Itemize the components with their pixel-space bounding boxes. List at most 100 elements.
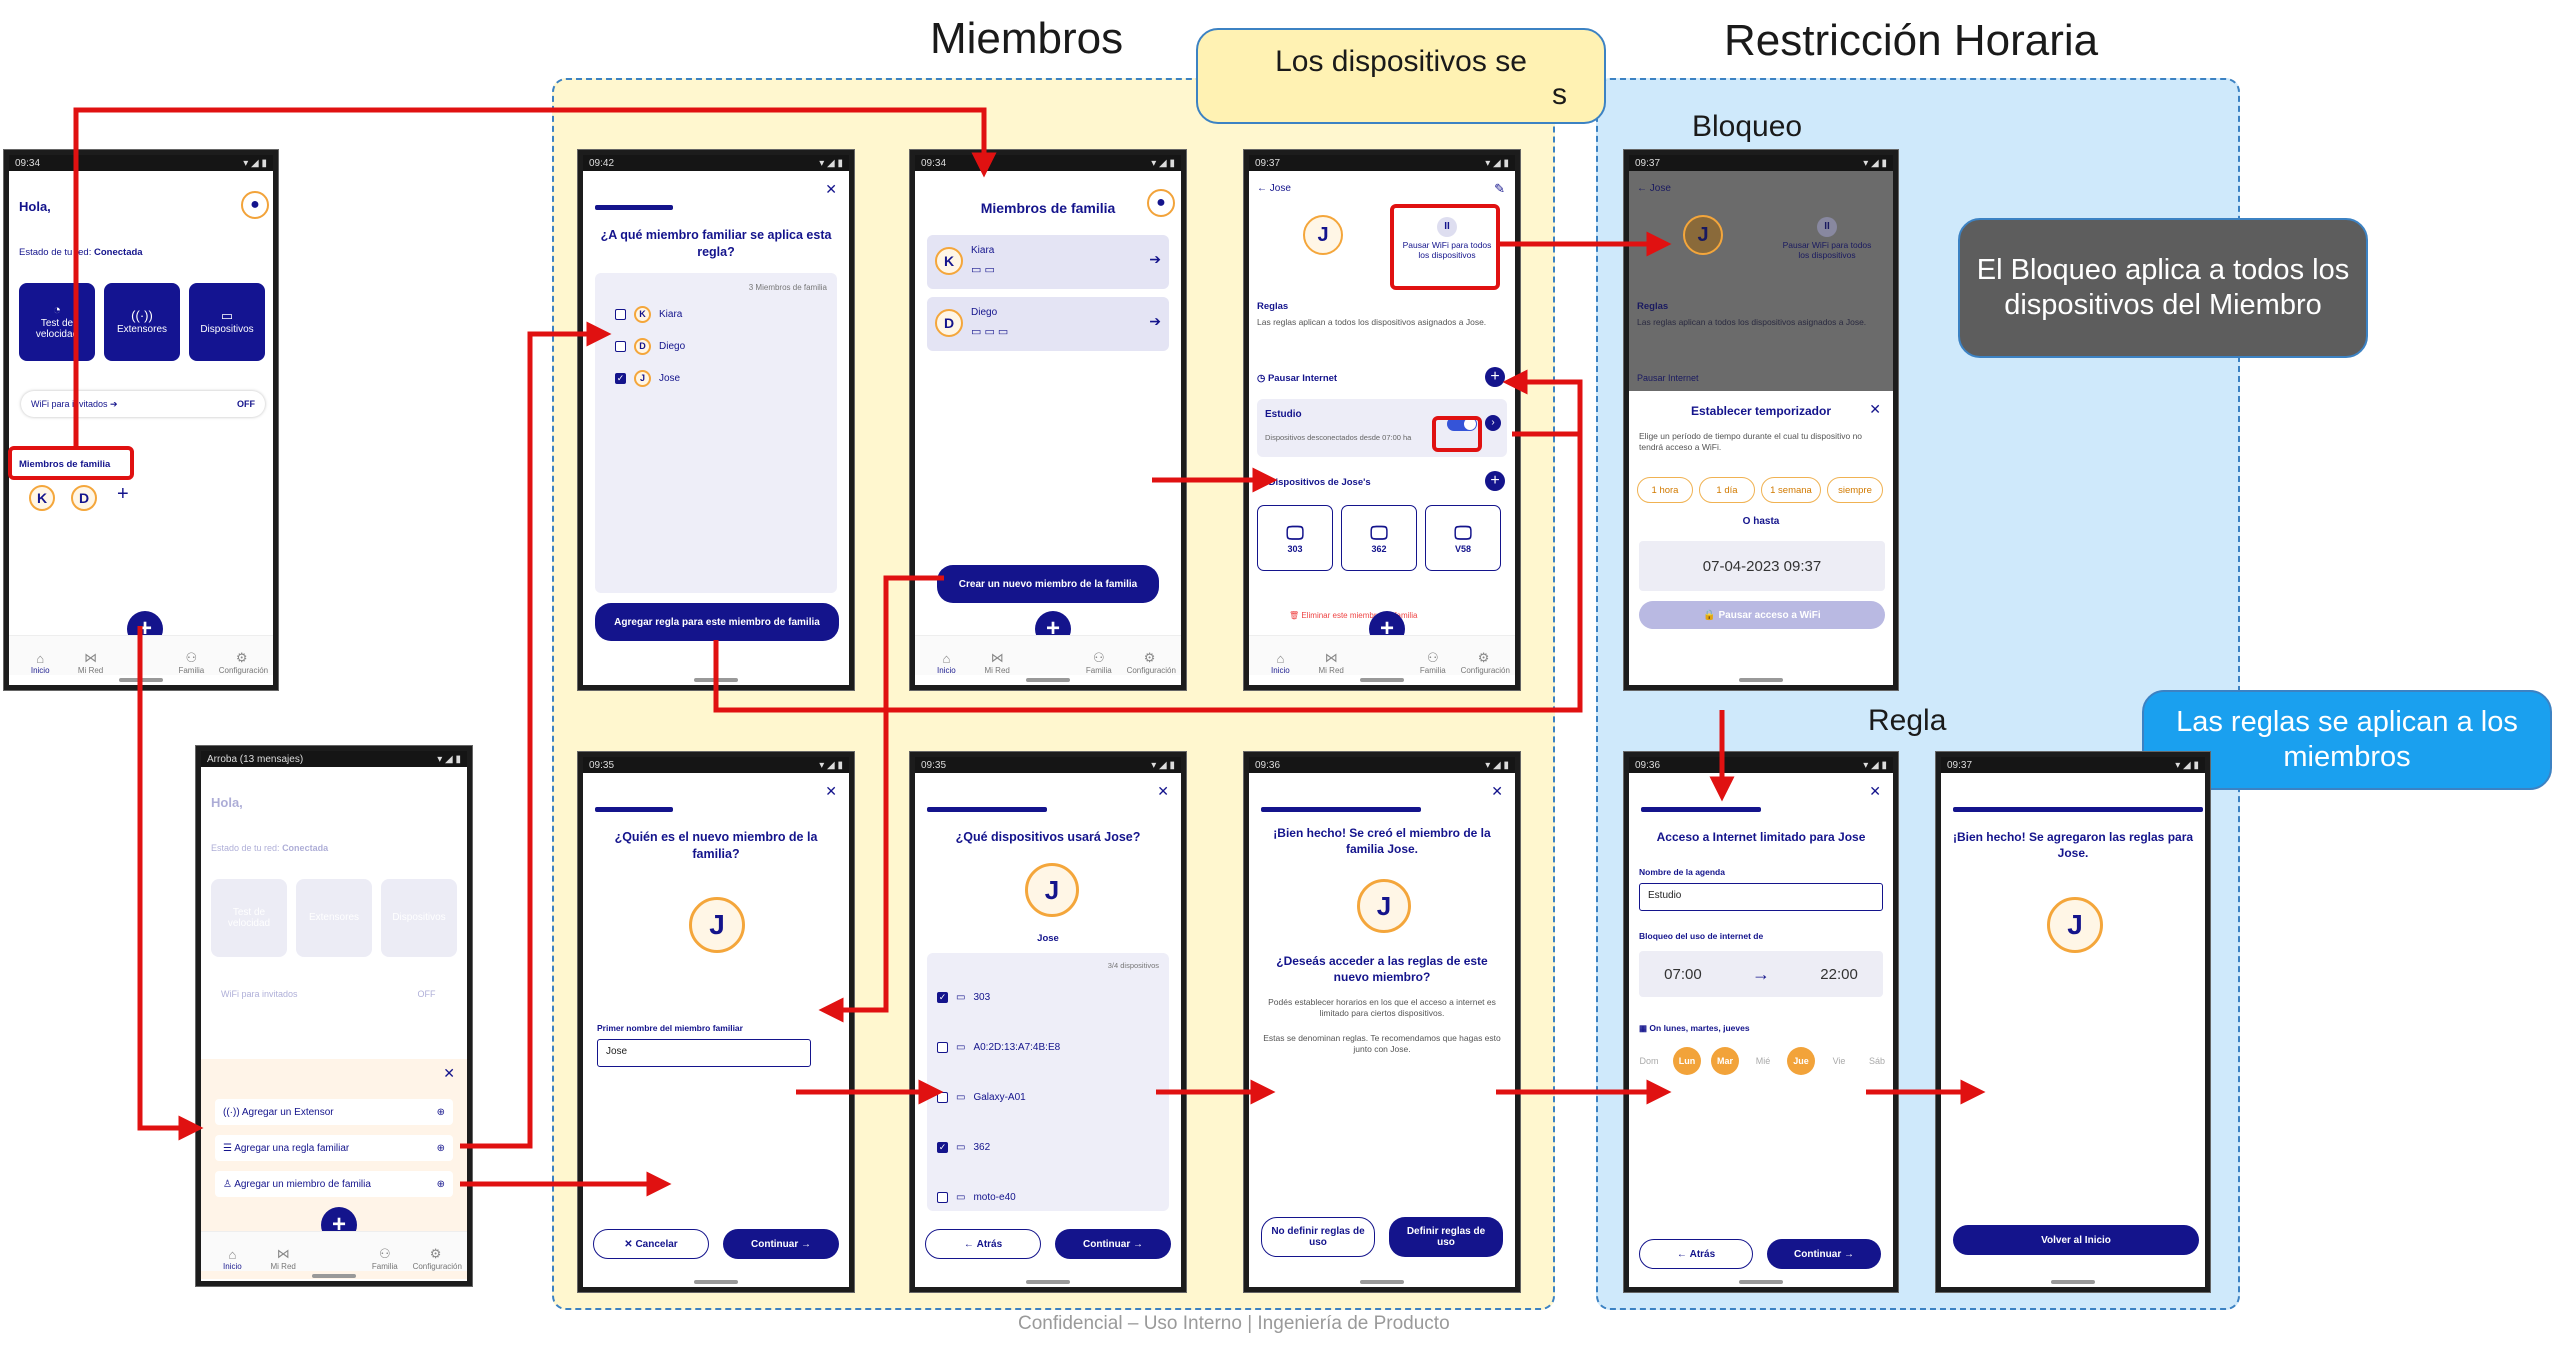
chip-1-semana[interactable]: 1 semana <box>1761 477 1821 503</box>
member-avatar: K <box>634 305 651 323</box>
device-row[interactable]: ✓▭362 <box>937 1137 1169 1157</box>
schedule-name-input[interactable]: Estudio <box>1639 883 1883 911</box>
day-vie[interactable]: Vie <box>1832 1056 1846 1066</box>
back-header[interactable]: ← Jose <box>1637 183 1671 194</box>
checkbox-checked[interactable]: ✓ <box>615 372 626 384</box>
device-row[interactable]: ▭Galaxy-A01 <box>937 1087 1169 1107</box>
device-card-362[interactable]: 🖵362 <box>1341 505 1417 571</box>
time-to[interactable]: 22:00 <box>1820 965 1858 983</box>
cancel-label: Cancelar <box>635 1238 678 1250</box>
member-avatar-k[interactable]: K <box>29 485 55 511</box>
close-icon[interactable]: ✕ <box>825 783 837 799</box>
close-icon[interactable]: ✕ <box>825 181 837 197</box>
pause-wifi-block[interactable]: II Pausar WiFi para todos los dispositiv… <box>1399 213 1495 285</box>
nav-inicio[interactable]: ⌂Inicio <box>209 1247 255 1271</box>
device-card-v58[interactable]: 🖵V58 <box>1425 505 1501 571</box>
day-dom[interactable]: Dom <box>1639 1056 1659 1066</box>
add-member-icon[interactable]: + <box>117 483 129 505</box>
cancel-button[interactable]: ✕ Cancelar <box>593 1229 709 1259</box>
nav-config[interactable]: ⚙Configuración <box>219 650 268 675</box>
time-range[interactable]: 07:00 → 22:00 <box>1639 951 1883 997</box>
nav-mired[interactable]: ⋈Mi Red <box>68 650 114 675</box>
day-jue[interactable]: Jue <box>1787 1047 1815 1075</box>
avatar[interactable]: ● <box>241 191 269 219</box>
add-device-icon[interactable]: + <box>1485 471 1505 491</box>
checkbox[interactable] <box>937 1091 948 1103</box>
define-rules-button[interactable]: Definir reglas de uso <box>1389 1217 1503 1257</box>
create-member-button[interactable]: Crear un nuevo miembro de la familia <box>937 565 1159 603</box>
device-card-303[interactable]: 🖵303 <box>1257 505 1333 571</box>
date-field[interactable]: 07-04-2023 09:37 <box>1639 541 1885 591</box>
checkbox[interactable] <box>615 308 626 320</box>
checkbox[interactable] <box>937 1191 948 1203</box>
back-button[interactable]: ← Atrás <box>1639 1239 1753 1269</box>
status-notification: Arroba (13 mensajes) <box>207 753 304 765</box>
sheet-item-rule[interactable]: ☰ Agregar una regla familiar⊕ <box>215 1135 453 1161</box>
nav-mired[interactable]: ⋈Mi Red <box>974 650 1020 675</box>
nav-mired[interactable]: ⋈Mi Red <box>260 1246 306 1271</box>
checkbox-checked[interactable]: ✓ <box>937 991 948 1003</box>
device-name: Galaxy-A01 <box>973 1091 1026 1103</box>
nav-familia[interactable]: ⚇Familia <box>1076 650 1122 675</box>
continue-button[interactable]: Continuar → <box>723 1229 839 1259</box>
day-mie[interactable]: Mié <box>1755 1056 1771 1066</box>
nav-familia[interactable]: ⚇Familia <box>362 1246 408 1271</box>
checkbox[interactable] <box>615 340 626 352</box>
add-rule-icon[interactable]: + <box>1485 367 1505 387</box>
day-lun[interactable]: Lun <box>1673 1047 1701 1075</box>
checkbox[interactable] <box>937 1041 948 1053</box>
time-from[interactable]: 07:00 <box>1664 965 1702 983</box>
sheet-item-extender[interactable]: ((·)) Agregar un Extensor⊕ <box>215 1099 453 1125</box>
device-row[interactable]: ✓▭303 <box>937 987 1169 1007</box>
continue-button[interactable]: Continuar → <box>1055 1229 1171 1259</box>
back-header[interactable]: ← Jose <box>1257 183 1291 194</box>
tile-extenders[interactable]: ((·))Extensores <box>104 283 180 361</box>
add-rule-button[interactable]: Agregar regla para este miembro de famil… <box>595 603 839 641</box>
chip-1-dia[interactable]: 1 día <box>1699 477 1755 503</box>
device-row[interactable]: ▭moto-e40 <box>937 1187 1169 1207</box>
day-sab[interactable]: Sáb <box>1868 1056 1885 1066</box>
member-card-kiara[interactable]: K Kiara ▭ ▭ ➔ <box>927 235 1169 289</box>
close-icon[interactable]: ✕ <box>1491 783 1503 799</box>
sheet-item-member[interactable]: ♙ Agregar un miembro de familia⊕ <box>215 1171 453 1197</box>
back-button[interactable]: ← Atrás <box>925 1229 1041 1259</box>
nav-mired[interactable]: ⋈Mi Red <box>1308 650 1354 675</box>
close-icon[interactable]: ✕ <box>1869 401 1881 417</box>
nav-config[interactable]: ⚙Configuración <box>1461 650 1510 675</box>
avatar[interactable]: ● <box>1147 189 1175 217</box>
close-icon[interactable]: ✕ <box>443 1065 455 1081</box>
chip-siempre[interactable]: siempre <box>1827 477 1883 503</box>
status-icons: ▾ ◢ ▮ <box>1863 157 1887 169</box>
nav-config[interactable]: ⚙Configuración <box>1127 650 1176 675</box>
wifi-guest-state[interactable]: OFF <box>237 399 255 409</box>
tile-speed-test[interactable]: ◔Test de velocidad <box>19 283 95 361</box>
nav-config[interactable]: ⚙Configuración <box>413 1246 462 1271</box>
continue-button[interactable]: Continuar → <box>1767 1239 1881 1269</box>
home-indicator <box>694 678 738 682</box>
nav-familia[interactable]: ⚇Familia <box>1410 650 1456 675</box>
back-home-button[interactable]: Volver al Inicio <box>1953 1225 2199 1255</box>
day-mar[interactable]: Mar <box>1711 1047 1739 1075</box>
tile-devices[interactable]: ▭Dispositivos <box>189 283 265 361</box>
member-card-diego[interactable]: D Diego ▭ ▭ ▭ ➔ <box>927 297 1169 351</box>
close-icon[interactable]: ✕ <box>1157 783 1169 799</box>
nav-inicio[interactable]: ⌂Inicio <box>923 651 969 675</box>
pause-wifi-button[interactable]: 🔒 Pausar acceso a WiFi <box>1639 601 1885 629</box>
name-input[interactable]: Jose <box>597 1039 811 1067</box>
chip-1-hora[interactable]: 1 hora <box>1637 477 1693 503</box>
edit-icon[interactable]: ✎ <box>1494 181 1505 196</box>
nav-familia[interactable]: ⚇Familia <box>168 650 214 675</box>
chevron-right-icon[interactable]: › <box>1485 415 1501 431</box>
wifi-guest-row[interactable]: WiFi para invitados ➔ OFF <box>21 391 265 417</box>
checkbox-checked[interactable]: ✓ <box>937 1141 948 1153</box>
no-rules-button[interactable]: No definir reglas de uso <box>1261 1217 1375 1257</box>
nav-inicio[interactable]: ⌂Inicio <box>17 651 63 675</box>
member-avatar-d[interactable]: D <box>71 485 97 511</box>
close-icon[interactable]: ✕ <box>1869 783 1881 799</box>
nav-inicio[interactable]: ⌂Inicio <box>1257 651 1303 675</box>
device-row[interactable]: ▭A0:2D:13:A7:4B:E8 <box>937 1037 1169 1057</box>
